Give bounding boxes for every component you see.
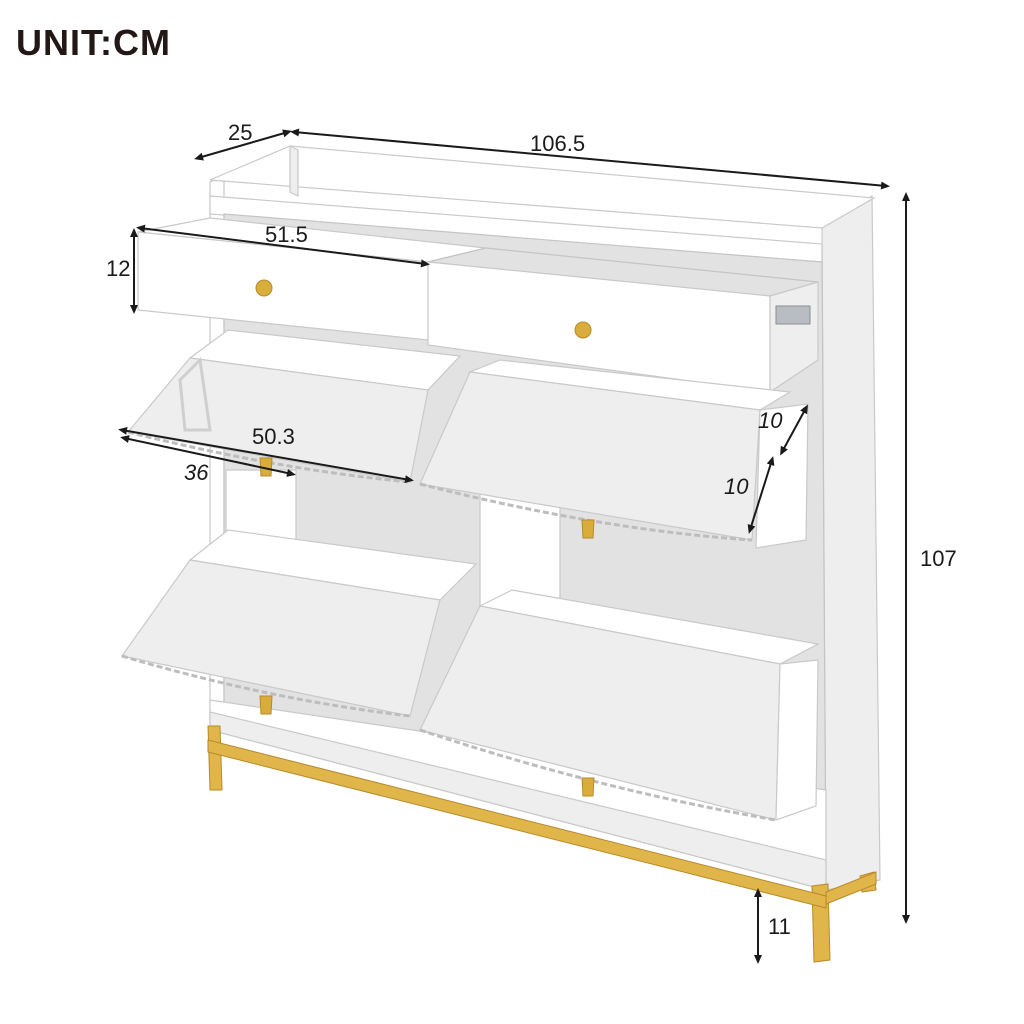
flap-depth-a-label: 10	[758, 408, 783, 433]
unit-label: UNIT:CM	[16, 22, 171, 63]
handle-icon	[581, 777, 595, 797]
drawer-width-line	[136, 224, 430, 268]
leg-height-label: 11	[768, 914, 791, 939]
knob-icon	[255, 279, 273, 297]
handle-icon	[581, 519, 595, 539]
dimension-lines	[118, 128, 910, 964]
width-label: 106.5	[530, 131, 585, 156]
flap-inner-line	[120, 435, 296, 477]
leg-front-left	[207, 725, 223, 791]
width-line	[290, 128, 890, 190]
drawer-height-label: 12	[106, 256, 130, 281]
flip-compartment-lower-right[interactable]	[419, 589, 820, 822]
flip-compartment-lower-left[interactable]	[120, 529, 478, 718]
flap-width-label: 50.3	[252, 424, 295, 449]
knob-icon	[574, 321, 592, 339]
depth-line	[194, 129, 292, 161]
gold-base-frame	[207, 725, 877, 963]
front-rail	[207, 739, 827, 909]
drawer-width-label: 51.5	[265, 222, 308, 247]
flap-depth-a-line	[780, 404, 808, 456]
flap-depth-b-label: 10	[724, 474, 749, 499]
drawer-slide-icon	[775, 305, 811, 325]
flap-inner-label: 36	[184, 460, 209, 485]
depth-label: 25	[228, 120, 252, 145]
flap-depth-b-line	[747, 456, 775, 534]
total-height-label: 107	[920, 546, 957, 571]
side-rail	[825, 871, 877, 905]
handle-icon	[259, 695, 273, 715]
flip-compartment-upper-right[interactable]	[419, 359, 809, 549]
